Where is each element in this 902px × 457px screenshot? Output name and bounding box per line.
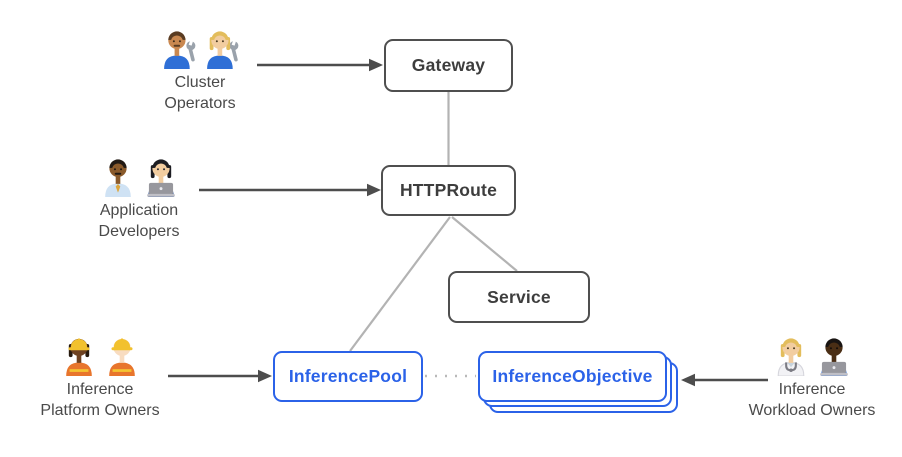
node-label: HTTPRoute <box>399 180 498 200</box>
man-mechanic-emoji <box>160 27 198 69</box>
node-httproute: HTTPRoute <box>381 165 516 216</box>
man-construction-worker-emoji <box>103 334 141 376</box>
node-label: InferencePool <box>288 366 408 386</box>
persona-icon-group <box>99 155 180 197</box>
persona-cluster-operators: Cluster Operators <box>130 27 270 114</box>
woman-construction-worker-emoji <box>60 334 98 376</box>
arrow-platform-owners-to-inferencepool <box>168 369 272 383</box>
node-label: Service <box>487 286 551 307</box>
persona-application-developers: Application Developers <box>69 155 209 242</box>
persona-inference-workload-owners: Inference Workload Owners <box>732 334 892 421</box>
node-gateway: Gateway <box>384 39 513 92</box>
man-technologist-emoji <box>815 334 853 376</box>
health-worker-emoji <box>772 334 810 376</box>
persona-icon-group <box>60 334 141 376</box>
persona-label: Cluster Operators <box>164 74 236 112</box>
edge-httproute-service <box>451 216 518 272</box>
persona-label: Application Developers <box>98 202 180 240</box>
edge-httproute-inferencepool <box>349 216 451 352</box>
arrow-cluster-operators-to-gateway <box>257 58 383 72</box>
persona-icon-group <box>772 334 853 376</box>
persona-label: Inference Workload Owners <box>748 381 876 419</box>
node-service: Service <box>448 271 590 323</box>
man-office-worker-emoji <box>99 155 137 197</box>
node-label: Gateway <box>411 55 486 75</box>
node-inferenceobjective: InferenceObjective <box>478 351 667 402</box>
node-label: InferenceObjective <box>492 366 653 386</box>
woman-technologist-emoji <box>142 155 180 197</box>
persona-inference-platform-owners: Inference Platform Owners <box>24 334 176 421</box>
node-inferencepool: InferencePool <box>273 351 423 402</box>
persona-label: Inference Platform Owners <box>40 381 160 419</box>
arrow-workload-owners-to-inferenceobjective <box>681 373 768 387</box>
persona-icon-group <box>160 27 241 69</box>
arrow-application-developers-to-httproute <box>199 183 381 197</box>
woman-mechanic-emoji <box>203 27 241 69</box>
